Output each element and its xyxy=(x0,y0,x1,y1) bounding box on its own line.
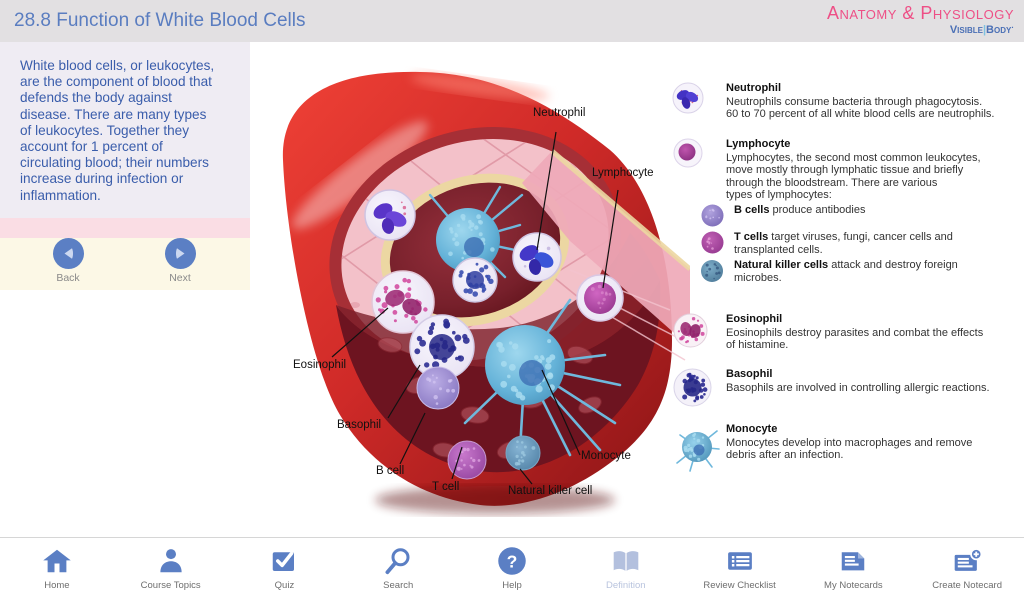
label-t-cell: T cell xyxy=(432,481,460,493)
create-notecard-button[interactable]: Create Notecard xyxy=(910,538,1024,600)
legend-panel: Neutrophil Neutrophils consume bacteria … xyxy=(672,78,1024,508)
basophil-icon xyxy=(672,368,712,407)
notecard-plus-icon xyxy=(951,545,983,577)
nav-panel: Back Next xyxy=(0,238,250,290)
legend-item-eosinophil: Eosinophil Eosinophils destroy parasites… xyxy=(672,313,1016,352)
eosinophil-cell xyxy=(371,270,435,334)
legend-item-neutrophil: Neutrophil Neutrophils consume bacteria … xyxy=(672,82,1016,121)
checklist-icon xyxy=(725,545,755,577)
label-monocyte: Monocyte xyxy=(581,450,631,462)
description-panel: White blood cells, or leukocytes, are th… xyxy=(0,42,250,218)
description-text: White blood cells, or leukocytes, are th… xyxy=(20,58,215,203)
legend-item-lymphocyte: Lymphocyte Lymphocytes, the second most … xyxy=(672,138,1016,202)
blood-vessel-illustration: Neutrophil Lymphocyte Eosinophil Basophi… xyxy=(270,55,690,525)
brand-logo: Anatomy & Physiology Visible|Body· xyxy=(826,3,1014,36)
granulocyte-cell xyxy=(452,257,498,303)
lymphocyte-cell xyxy=(576,274,624,322)
next-arrow-icon xyxy=(164,238,196,269)
legend-item-t-cells: T cells target viruses, fungi, cancer ce… xyxy=(700,231,1004,256)
search-icon xyxy=(383,545,413,577)
brand-bar-icon: | xyxy=(982,23,987,36)
neutrophil-icon xyxy=(672,82,704,121)
my-notecards-button[interactable]: My Notecards xyxy=(796,538,910,600)
monocyte-cell xyxy=(463,298,622,457)
quiz-button[interactable]: Quiz xyxy=(228,538,342,600)
home-icon xyxy=(42,545,72,577)
legend-item-basophil: Basophil Basophils are involved in contr… xyxy=(672,368,1016,407)
basophil-cell xyxy=(409,314,475,380)
brand-title: Anatomy & Physiology xyxy=(826,3,1014,23)
bottom-toolbar: Home Course Topics Quiz xyxy=(0,537,1024,600)
header-bar: 28.8 Function of White Blood Cells Anato… xyxy=(0,0,1024,42)
notecard-icon xyxy=(838,545,868,577)
legend-item-nk-cells: Natural killer cells attack and destroy … xyxy=(700,259,1004,284)
label-basophil: Basophil xyxy=(337,419,382,431)
natural-killer-cell xyxy=(505,435,541,471)
b-cell xyxy=(416,366,460,410)
brand-subtitle: Visible|Body· xyxy=(949,22,1014,36)
help-icon: ? xyxy=(497,545,527,577)
b-cell-icon xyxy=(700,204,724,227)
review-checklist-button[interactable]: Review Checklist xyxy=(683,538,797,600)
quiz-checkbox-icon xyxy=(269,545,299,577)
page-title: 28.8 Function of White Blood Cells xyxy=(14,10,306,31)
legend-item-b-cells: B cells produce antibodies xyxy=(700,204,1004,227)
label-lymphocyte: Lymphocyte xyxy=(592,167,654,179)
monocyte-cell-small xyxy=(428,185,524,279)
book-icon xyxy=(610,545,642,577)
label-neutrophil: Neutrophil xyxy=(533,107,586,119)
label-b-cell: B cell xyxy=(376,465,405,477)
t-cell xyxy=(447,440,487,480)
search-button[interactable]: Search xyxy=(341,538,455,600)
course-topics-button[interactable]: Course Topics xyxy=(114,538,228,600)
pink-divider xyxy=(0,218,250,238)
t-cell-icon xyxy=(700,231,724,256)
back-button[interactable]: Back xyxy=(28,238,108,284)
next-button[interactable]: Next xyxy=(140,238,220,284)
person-icon xyxy=(156,545,186,577)
back-arrow-icon xyxy=(52,238,84,269)
help-button[interactable]: ? Help xyxy=(455,538,569,600)
label-eosinophil: Eosinophil xyxy=(293,359,347,371)
definition-button[interactable]: Definition xyxy=(569,538,683,600)
label-nk-cell: Natural killer cell xyxy=(508,485,593,497)
blood-vessel-graphic xyxy=(282,71,690,514)
legend-item-monocyte: Monocyte Monocytes develop into macropha… xyxy=(672,423,1016,475)
nk-cell-icon xyxy=(700,259,724,284)
home-button[interactable]: Home xyxy=(0,538,114,600)
eosinophil-icon xyxy=(672,313,708,352)
lymphocyte-icon xyxy=(672,138,704,202)
neutrophil-cell-2 xyxy=(512,232,562,282)
monocyte-icon xyxy=(672,423,722,475)
neutrophil-cell xyxy=(364,189,416,241)
svg-text:?: ? xyxy=(507,551,518,571)
leader-lines xyxy=(331,131,619,485)
